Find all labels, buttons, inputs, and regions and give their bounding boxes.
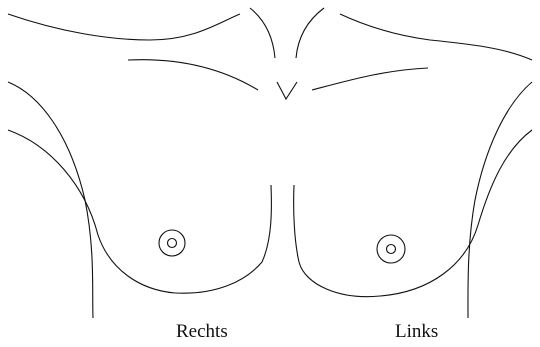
- left-arm-line: [8, 130, 175, 293]
- left-breast-contour: [294, 185, 380, 297]
- right-collarbone-line: [312, 68, 428, 90]
- neck-right-line: [296, 8, 324, 58]
- right-shoulder-line: [340, 14, 532, 60]
- right-nipple-inner: [168, 239, 177, 248]
- label-left-side: Links: [395, 322, 438, 341]
- right-nipple-outer: [159, 230, 185, 256]
- right-arm-line: [380, 130, 532, 296]
- left-outer-body-line: [8, 82, 93, 318]
- neck-left-line: [250, 8, 275, 58]
- left-nipple-inner: [387, 245, 396, 254]
- label-right-side: Rechts: [176, 322, 228, 341]
- left-nipple-outer: [377, 235, 405, 263]
- right-breast-contour: [175, 185, 271, 293]
- left-shoulder-line: [8, 14, 240, 40]
- right-outer-body-line: [468, 82, 532, 318]
- left-collarbone-line: [128, 60, 258, 90]
- sternal-notch: [277, 82, 297, 99]
